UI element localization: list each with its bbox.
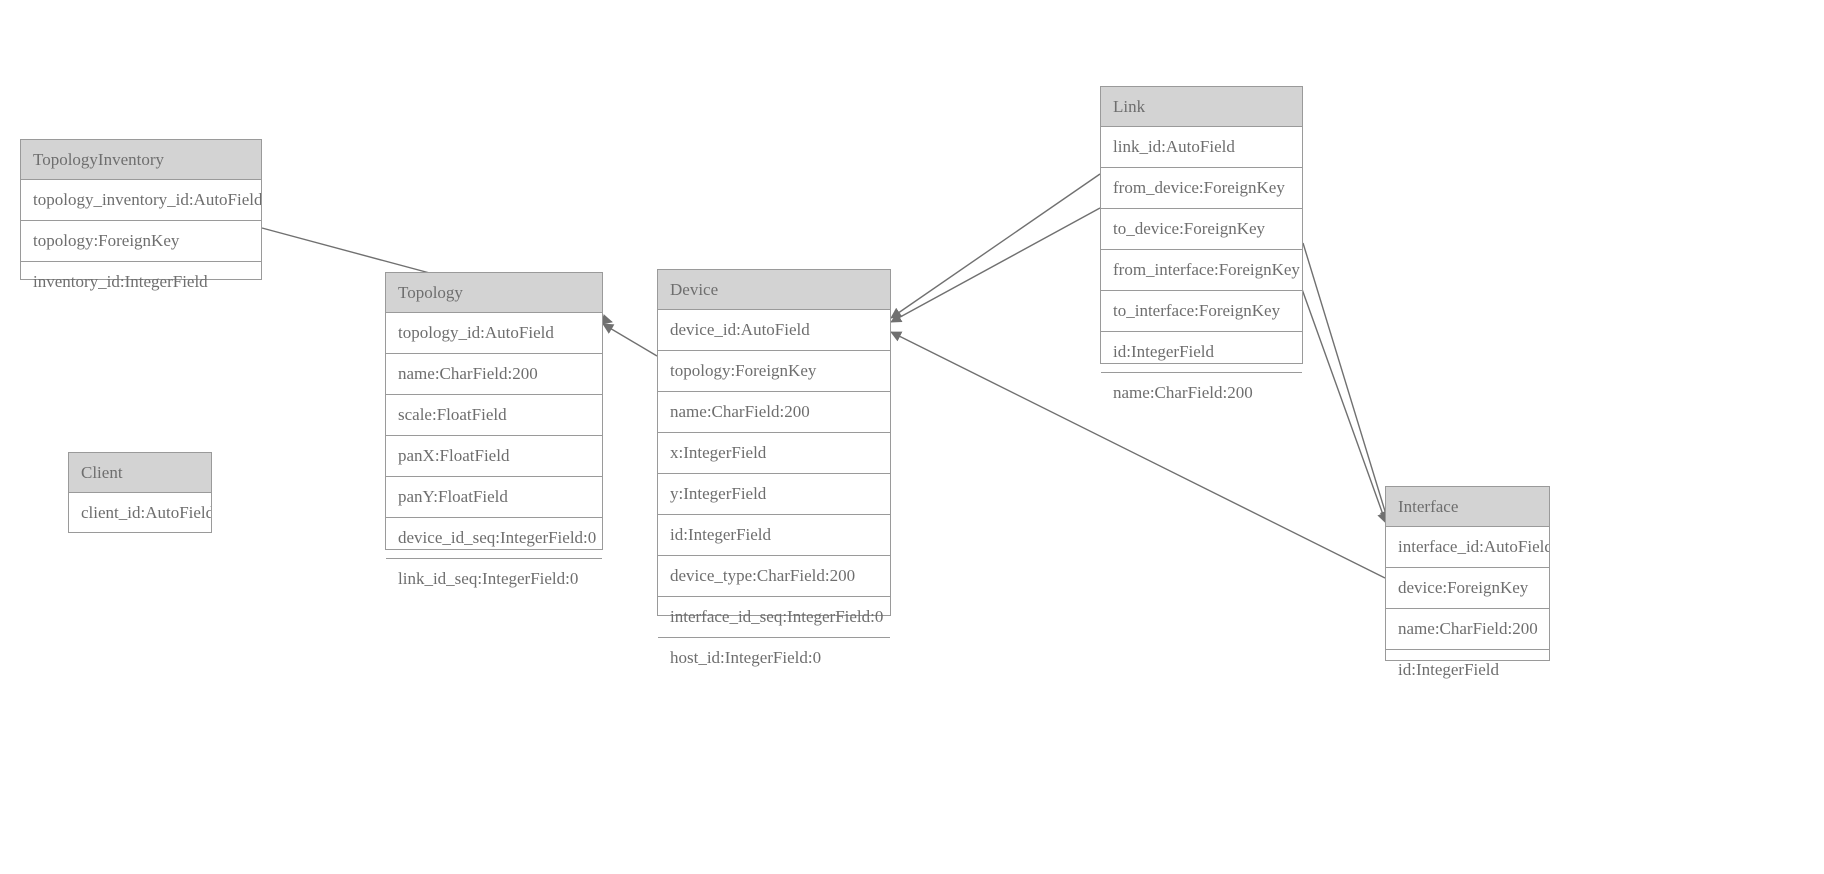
relationship-edge-link-todevice-device[interactable] (890, 207, 1101, 323)
field-row[interactable]: topology_inventory_id:AutoField (21, 180, 261, 221)
relationship-edge-link-tointerface-interface[interactable] (1297, 277, 1388, 524)
field-row[interactable]: from_interface:ForeignKey (1101, 250, 1302, 291)
entity-title-interface: Interface (1386, 487, 1549, 527)
field-row[interactable]: interface_id_seq:IntegerField:0 (658, 597, 890, 638)
field-row[interactable]: inventory_id:IntegerField (33, 272, 208, 291)
field-row[interactable]: id:IntegerField (1398, 660, 1500, 679)
relationship-edge-link-fromdevice-device[interactable] (890, 173, 1101, 319)
field-row[interactable]: x:IntegerField (658, 433, 890, 474)
entity-fields-client: client_id:AutoField (69, 493, 211, 534)
field-row[interactable]: interface_id:AutoField (1386, 527, 1549, 568)
field-row[interactable]: to_interface:ForeignKey (1101, 291, 1302, 332)
field-row[interactable]: panY:FloatField (386, 477, 602, 518)
field-row[interactable]: device_type:CharField:200 (658, 556, 890, 597)
field-row[interactable]: device_id_seq:IntegerField:0 (386, 518, 602, 559)
field-row[interactable]: link_id_seq:IntegerField:0 (398, 569, 579, 588)
field-row[interactable]: client_id:AutoField (81, 503, 211, 522)
field-row[interactable]: device_id:AutoField (658, 310, 890, 351)
field-row[interactable]: id:IntegerField (1101, 332, 1302, 373)
field-row[interactable]: topology:ForeignKey (21, 221, 261, 262)
field-row[interactable]: panX:FloatField (386, 436, 602, 477)
field-row[interactable]: scale:FloatField (386, 395, 602, 436)
entity-title-client: Client (69, 453, 211, 493)
field-row[interactable]: name:CharField:200 (658, 392, 890, 433)
relationship-edge-device-topology[interactable] (602, 323, 658, 357)
field-row[interactable]: to_device:ForeignKey (1101, 209, 1302, 250)
field-row[interactable]: name:CharField:200 (386, 354, 602, 395)
entity-title-device: Device (658, 270, 890, 310)
field-row[interactable]: from_device:ForeignKey (1101, 168, 1302, 209)
field-row[interactable]: link_id:AutoField (1101, 127, 1302, 168)
field-row[interactable]: name:CharField:200 (1386, 609, 1549, 650)
field-row[interactable]: topology:ForeignKey (658, 351, 890, 392)
field-row[interactable]: id:IntegerField (658, 515, 890, 556)
entity-title-topology: Topology (386, 273, 602, 313)
field-row[interactable]: y:IntegerField (658, 474, 890, 515)
entity-box-client[interactable]: Client client_id:AutoField (68, 452, 212, 533)
field-row[interactable]: topology_id:AutoField (386, 313, 602, 354)
entity-title-topologyinventory: TopologyInventory (21, 140, 261, 180)
relationship-edge-link-frominterface-interface[interactable] (1302, 242, 1391, 522)
field-row[interactable]: device:ForeignKey (1386, 568, 1549, 609)
field-row[interactable]: host_id:IntegerField:0 (670, 648, 822, 667)
field-row[interactable]: name:CharField:200 (1113, 383, 1253, 402)
entity-title-link: Link (1101, 87, 1302, 127)
